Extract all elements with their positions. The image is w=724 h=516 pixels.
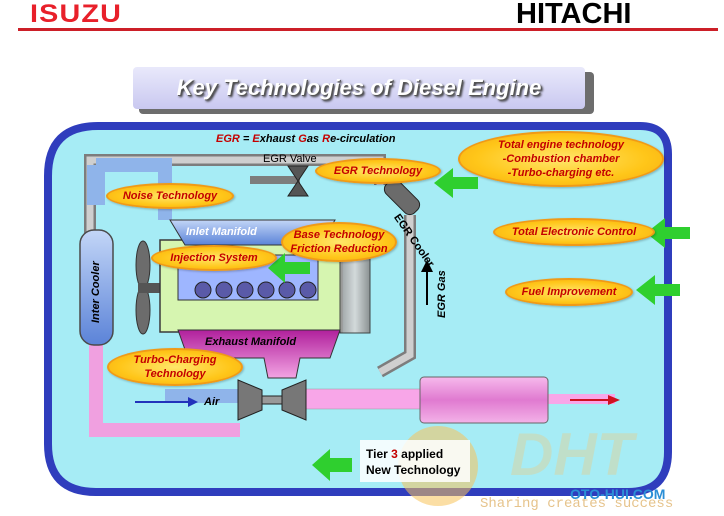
egr-def-part-1: = — [239, 133, 253, 145]
total-engine-technology-badge: Total engine technology -Combustion cham… — [458, 131, 664, 187]
egr-def-part-3: xhaust — [259, 133, 299, 145]
exhaust-manifold-label: Exhaust Manifold — [205, 336, 297, 348]
turbo-charging-badge: Turbo-Charging Technology — [107, 348, 243, 386]
inlet-manifold-label: Inlet Manifold — [186, 226, 257, 238]
egr-def-part-0: EGR — [216, 133, 240, 145]
egr-valve-label: EGR Valve — [263, 153, 317, 165]
title-banner: Key Technologies of Diesel Engine — [133, 67, 585, 109]
arrow-egr — [434, 168, 478, 198]
base-technology-badge: Base Technology Friction Reduction — [281, 222, 397, 262]
egr-valve-icon — [287, 165, 309, 197]
exhaust-out-arrow — [570, 395, 620, 405]
cylinders — [194, 281, 317, 299]
arrow-tier — [312, 449, 352, 481]
green-arrows — [268, 168, 690, 481]
exhaust-line — [165, 376, 615, 424]
egr-gas-arrow — [421, 260, 433, 305]
inter-cooler-label: Inter Cooler — [90, 261, 102, 323]
air-label: Air — [204, 396, 220, 408]
arrow-injection — [268, 253, 310, 283]
isuzu-logo: ISUZU — [30, 0, 122, 28]
turbocharger — [237, 379, 307, 421]
header-divider — [18, 28, 718, 31]
site-watermark: OTO-HUI.COM — [570, 486, 666, 502]
egr-def-part-5: as — [306, 133, 323, 145]
tier-suffix: applied — [397, 447, 444, 461]
tier-line2: New Technology — [366, 463, 461, 477]
dht-watermark: DHT — [510, 421, 634, 488]
tier-number: 3 — [391, 447, 398, 461]
slogan-watermark: Sharing creates success — [480, 496, 674, 512]
injection-system-badge: Injection System — [151, 245, 277, 271]
arrow-fuel — [636, 275, 680, 305]
egr-def-part-6: R — [322, 133, 331, 145]
egr-gas-label: EGR Gas — [436, 270, 448, 318]
arrow-electronic — [646, 218, 690, 248]
fan-icon — [135, 240, 160, 335]
hitachi-logo: HITACHI — [516, 0, 632, 30]
tier-box — [360, 440, 470, 482]
egr-def-part-7: e-circulation — [330, 133, 396, 145]
egr-def-part-2: E — [252, 133, 260, 145]
page-title: Key Technologies of Diesel Engine — [176, 75, 542, 100]
inter-cooler — [79, 229, 114, 346]
tier-prefix: Tier — [366, 447, 392, 461]
air-arrow — [135, 397, 198, 407]
noise-technology-badge: Noise Technology — [106, 183, 234, 209]
egr-technology-badge: EGR Technology — [315, 158, 441, 184]
egr-definition: EGR = Exhaust Gas Re-circulation — [216, 133, 395, 145]
electronic-control-badge: Total Electronic Control — [493, 218, 655, 246]
egr-def-part-4: G — [298, 133, 307, 145]
fuel-improvement-badge: Fuel Improvement — [505, 278, 633, 306]
